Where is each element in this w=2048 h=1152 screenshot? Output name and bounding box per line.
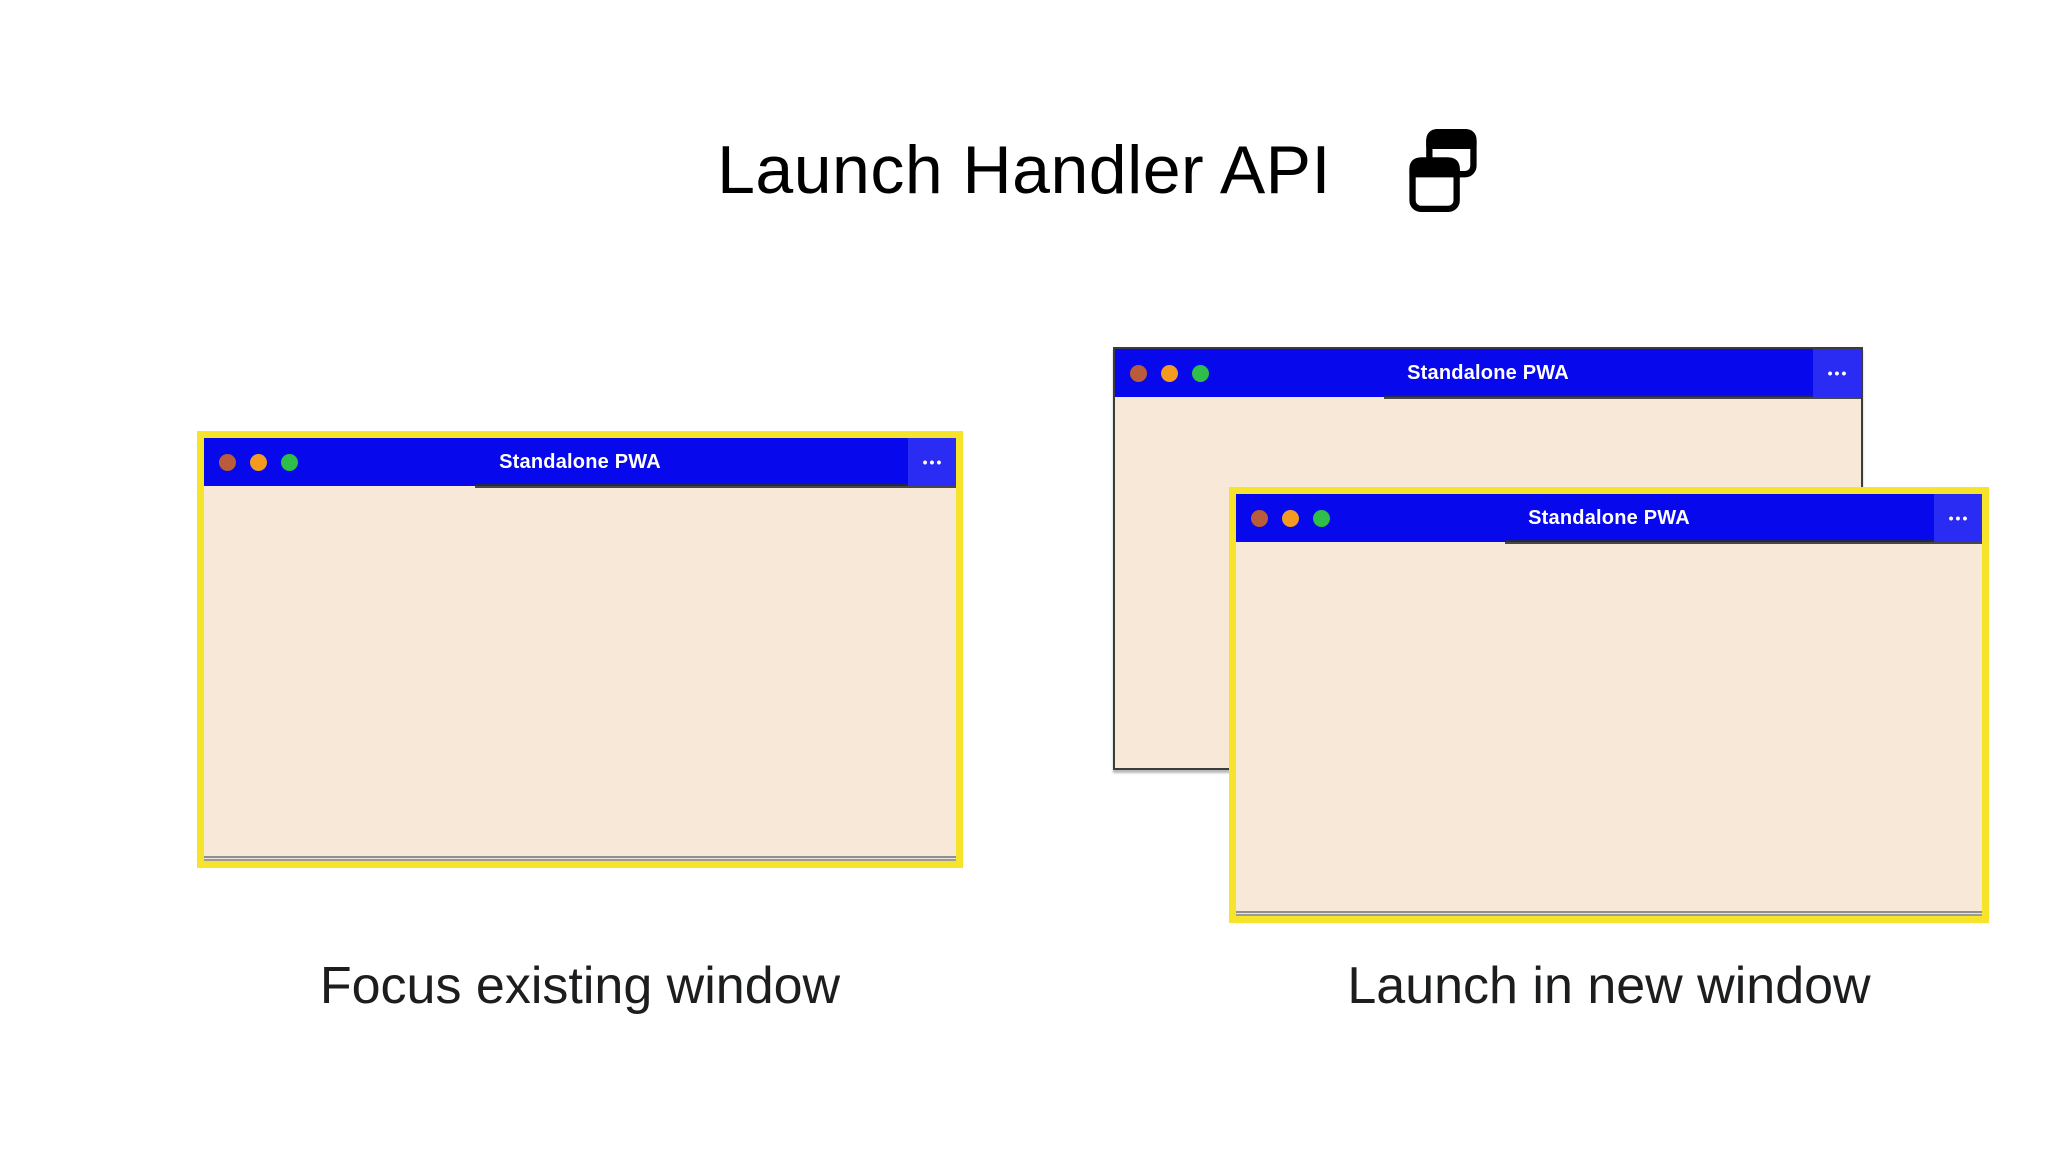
close-button[interactable] bbox=[1251, 509, 1268, 527]
titlebar[interactable]: Standalone PWA ••• bbox=[1236, 494, 1982, 544]
close-button[interactable] bbox=[219, 453, 236, 471]
traffic-lights bbox=[1130, 364, 1209, 382]
overflow-menu-button[interactable]: ••• bbox=[908, 438, 956, 486]
titlebar[interactable]: Standalone PWA ••• bbox=[1115, 349, 1861, 399]
caption-launch-in-new-window: Launch in new window bbox=[1347, 957, 1871, 1015]
minimize-button[interactable] bbox=[250, 453, 267, 471]
header: Launch Handler API bbox=[77, 128, 2048, 212]
window-content bbox=[204, 486, 956, 861]
caption-focus-existing-window: Focus existing window bbox=[319, 957, 841, 1015]
traffic-lights bbox=[219, 453, 298, 471]
zoom-button[interactable] bbox=[1192, 364, 1209, 382]
close-button[interactable] bbox=[1130, 364, 1147, 382]
minimize-button[interactable] bbox=[1282, 509, 1299, 527]
stacked-windows-icon bbox=[1401, 128, 1485, 212]
zoom-button[interactable] bbox=[281, 453, 298, 471]
window-bottom-edge bbox=[204, 856, 956, 861]
pwa-window-front: Standalone PWA ••• bbox=[1229, 487, 1989, 923]
window-title: Standalone PWA bbox=[1528, 506, 1690, 529]
window-bottom-edge bbox=[1236, 911, 1982, 916]
page-title: Launch Handler API bbox=[717, 132, 1331, 208]
minimize-button[interactable] bbox=[1161, 364, 1178, 382]
pwa-window-focused: Standalone PWA ••• bbox=[197, 431, 963, 868]
window-title: Standalone PWA bbox=[499, 450, 661, 473]
overflow-menu-button[interactable]: ••• bbox=[1813, 349, 1861, 397]
overflow-menu-button[interactable]: ••• bbox=[1934, 494, 1982, 542]
titlebar[interactable]: Standalone PWA ••• bbox=[204, 438, 956, 488]
zoom-button[interactable] bbox=[1313, 509, 1330, 527]
window-title: Standalone PWA bbox=[1407, 361, 1569, 384]
traffic-lights bbox=[1251, 509, 1330, 527]
window-content bbox=[1236, 542, 1982, 916]
